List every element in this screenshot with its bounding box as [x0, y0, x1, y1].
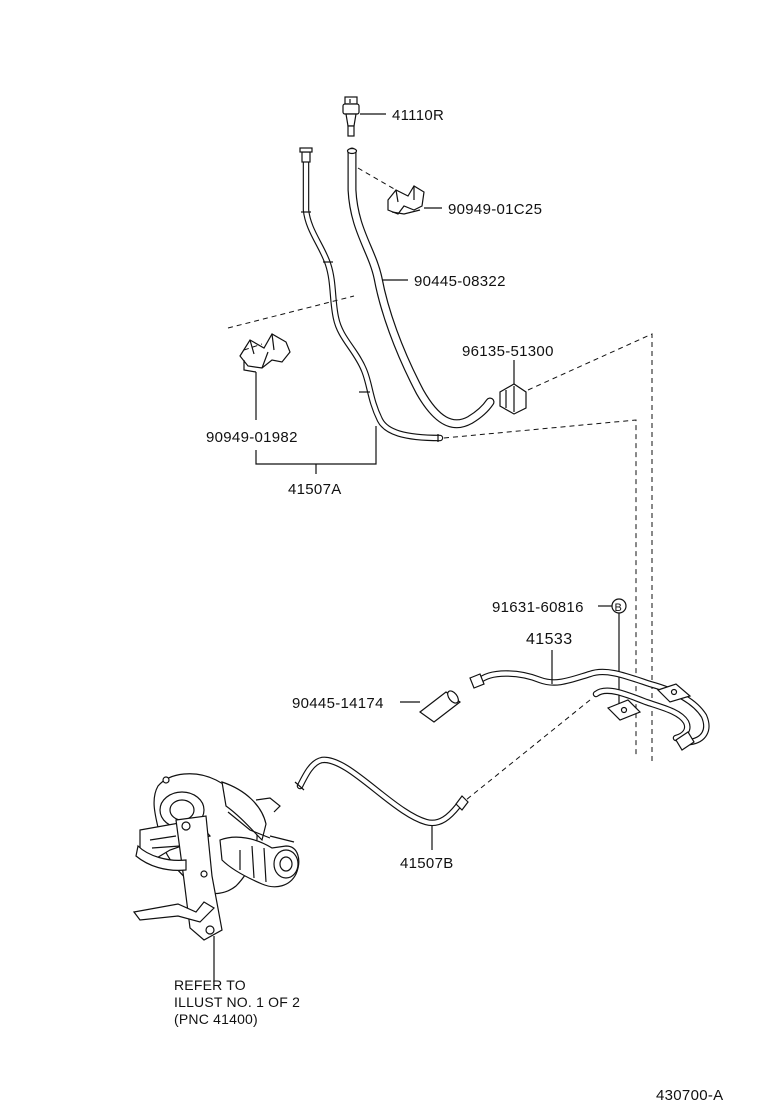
dash-hose-end — [527, 333, 653, 762]
figure-id: 430700-A — [656, 1087, 723, 1104]
dash-pipe-to-41507b — [465, 699, 591, 801]
label-91631-60816: 91631-60816 — [492, 599, 584, 616]
leader-clip-upper-dash — [357, 167, 397, 191]
tube-41507a[interactable] — [299, 147, 444, 442]
dash-41507a-to-pipe — [443, 419, 637, 756]
vacuum-pump[interactable] — [132, 773, 300, 941]
label-90445-08322: 90445-08322 — [414, 273, 506, 290]
label-90445-14174: 90445-14174 — [292, 695, 384, 712]
label-90949-01c25: 90949-01C25 — [448, 201, 542, 218]
label-41533: 41533 — [526, 631, 573, 648]
clip-lower[interactable] — [239, 333, 291, 373]
note-line-1: REFER TO — [174, 977, 246, 993]
bolt-marker-letter: B — [615, 602, 623, 614]
label-41507b: 41507B — [400, 855, 454, 872]
note-line-2: ILLUST NO. 1 OF 2 — [174, 994, 300, 1010]
clip-upper[interactable] — [387, 185, 425, 215]
check-valve[interactable] — [342, 96, 360, 137]
label-41110r: 41110R — [392, 107, 444, 124]
label-96135-51300: 96135-51300 — [462, 343, 554, 360]
label-90949-01982: 90949-01982 — [206, 429, 298, 446]
hose-end-cap[interactable] — [499, 383, 527, 415]
leader-clip-lower-dash — [227, 295, 355, 351]
label-41507a: 41507A — [288, 481, 342, 498]
note-line-3: (PNC 41400) — [174, 1011, 258, 1027]
short-hose[interactable] — [418, 689, 462, 723]
tube-41507b[interactable] — [294, 756, 469, 827]
pipe-41533[interactable] — [469, 668, 710, 751]
hose-main[interactable] — [346, 147, 495, 429]
